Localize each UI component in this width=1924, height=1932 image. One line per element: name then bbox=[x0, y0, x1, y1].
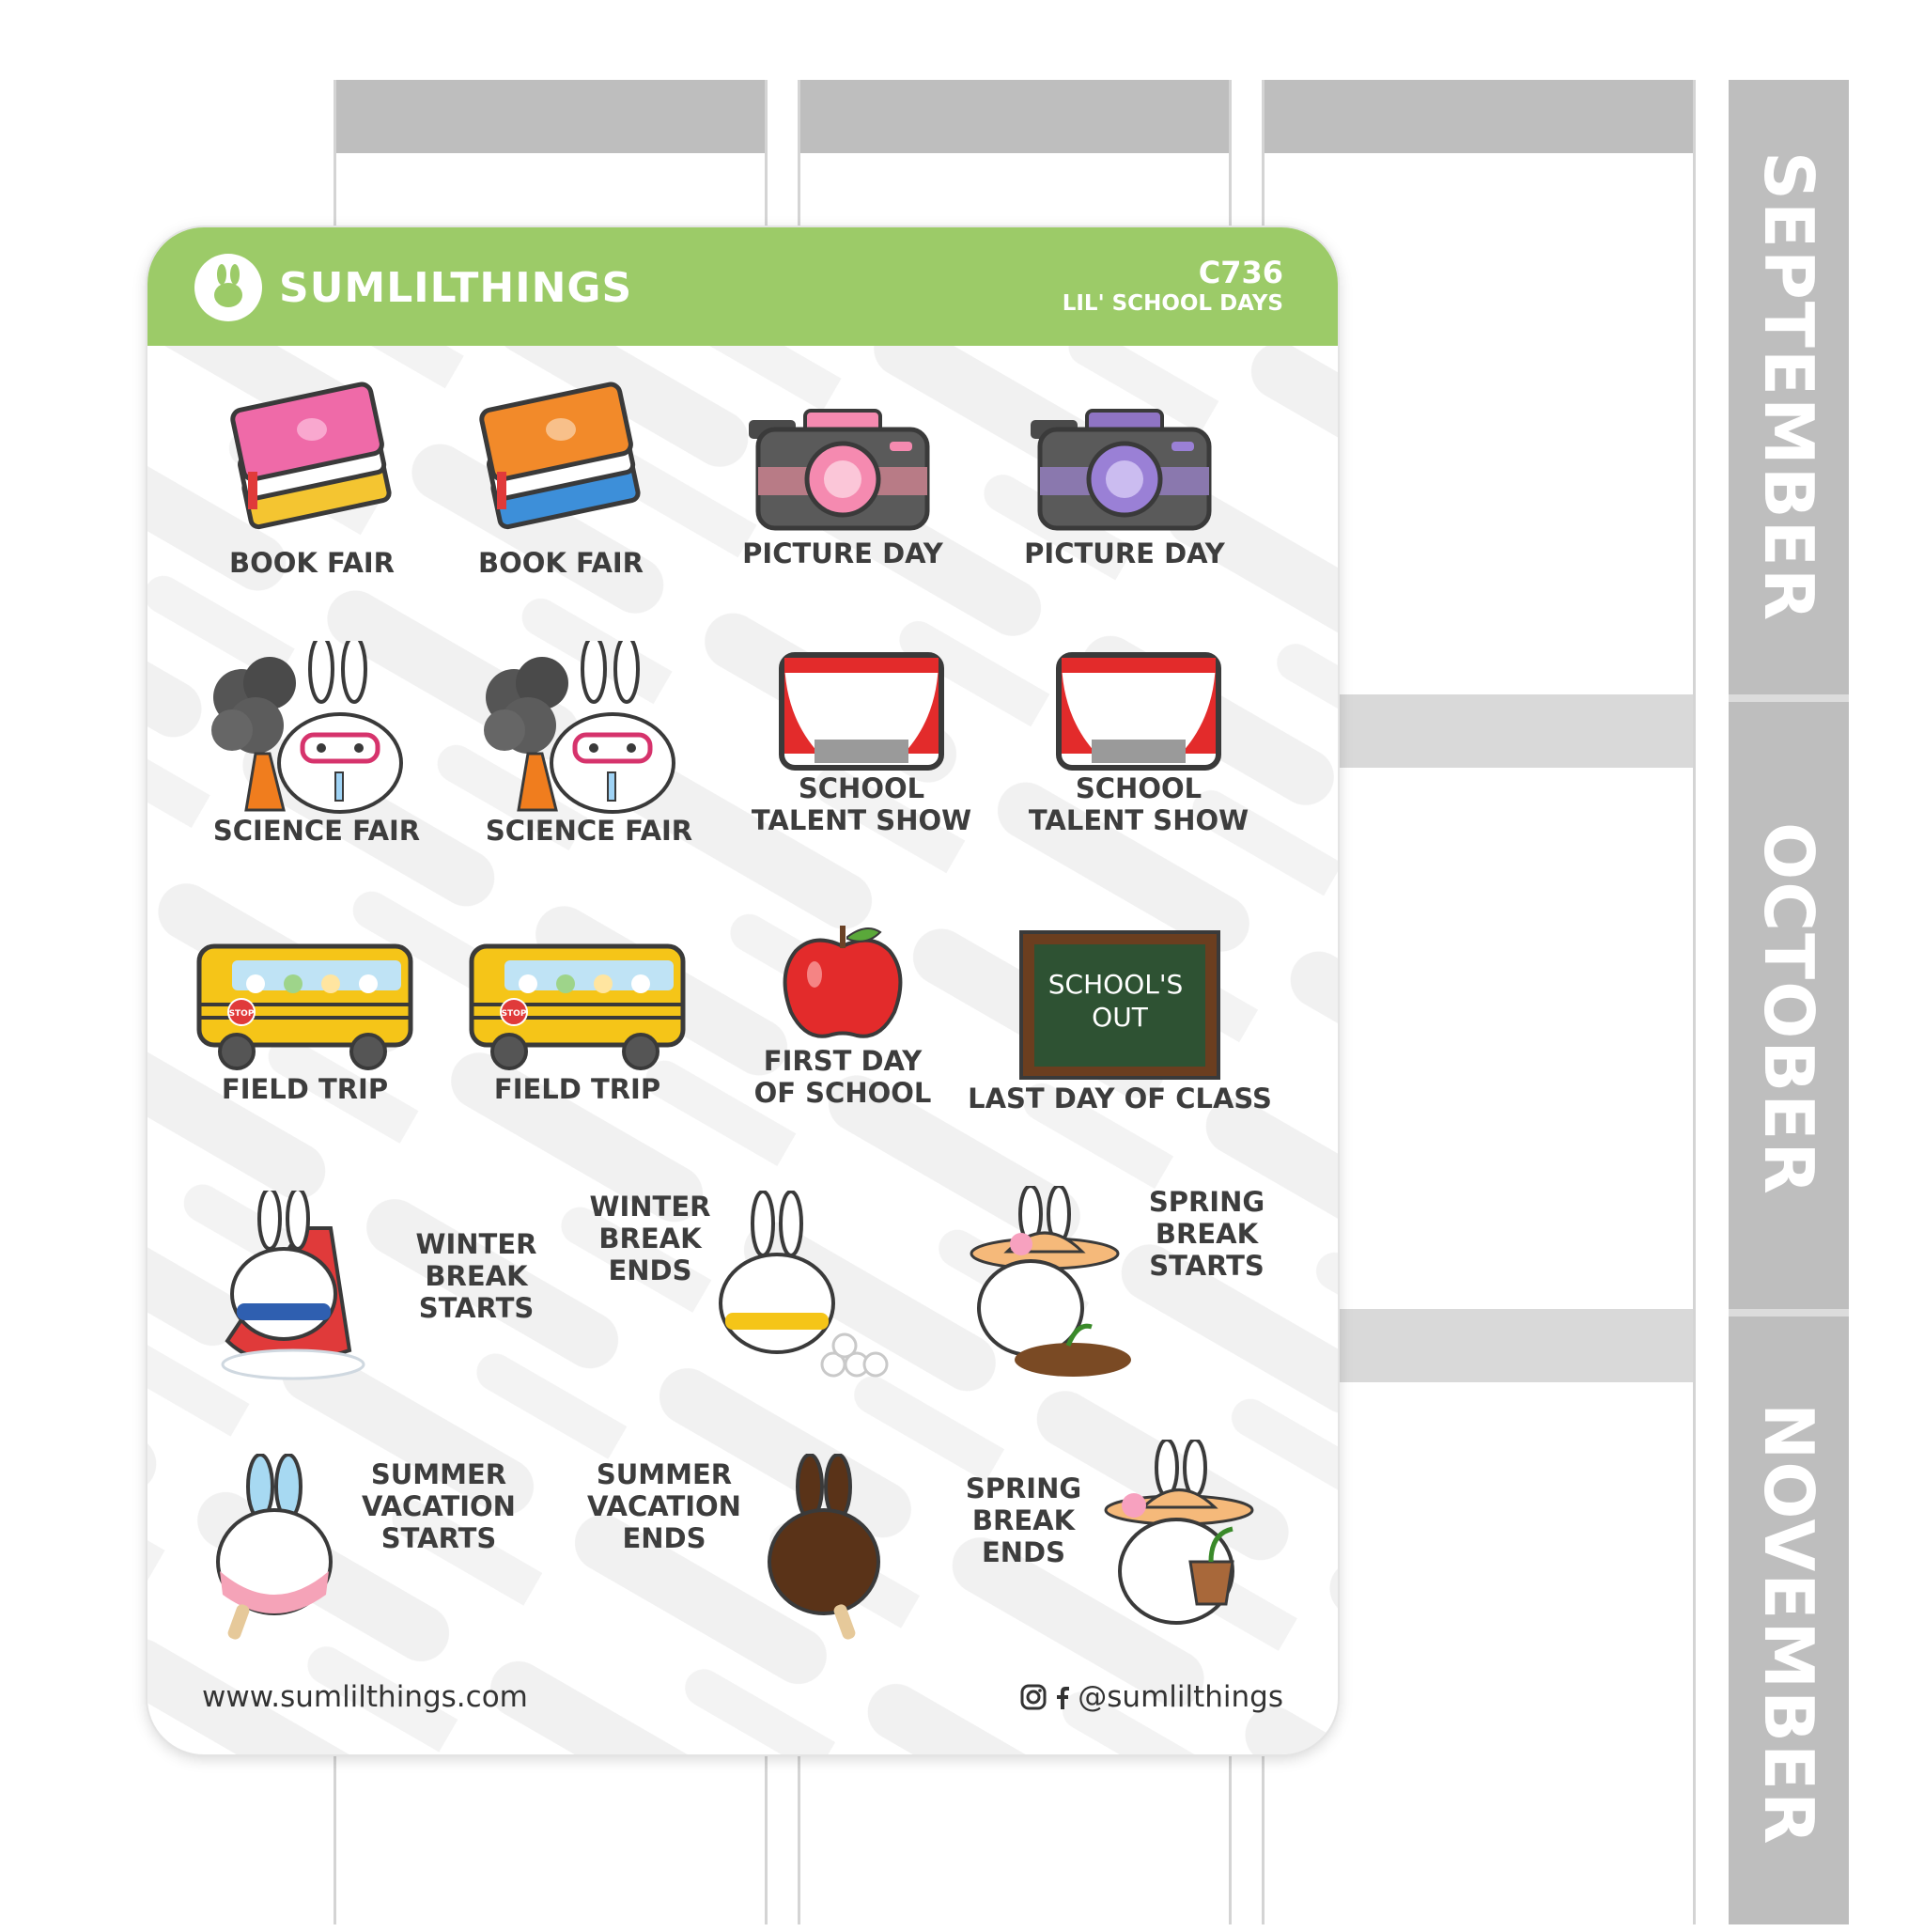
brand-name: SUMLILTHINGS bbox=[279, 263, 633, 312]
sticker-label: BOOK FAIR bbox=[228, 547, 396, 579]
bunny-logo-icon bbox=[194, 254, 262, 321]
sticker-label: SPRING BREAK STARTS bbox=[1148, 1186, 1265, 1282]
facebook-icon[interactable] bbox=[1053, 1683, 1072, 1711]
sticker-label: FIELD TRIP bbox=[493, 1073, 661, 1105]
sticker-last-day-of-class: SCHOOL'S OUT LAST DAY OF CLASS bbox=[965, 927, 1275, 1114]
stage-curtain-icon bbox=[1056, 652, 1221, 771]
month-september: SEPTEMBER bbox=[1729, 80, 1849, 694]
gardening-bunny-icon bbox=[970, 1186, 1131, 1377]
stop-sign-text: STOP bbox=[502, 1009, 527, 1019]
sticker-talent-show: SCHOOL TALENT SHOW bbox=[1026, 650, 1251, 836]
column-header bbox=[336, 80, 765, 153]
sticker-label: SCIENCE FAIR bbox=[212, 815, 421, 847]
sticker-label: SPRING BREAK ENDS bbox=[965, 1472, 1082, 1568]
book-stack-icon bbox=[479, 382, 641, 530]
snowball-bunny-icon bbox=[719, 1191, 889, 1378]
product-code-block: C736 LIL' SCHOOL DAYS bbox=[1063, 256, 1283, 318]
month-november: NOVEMBER bbox=[1729, 1309, 1849, 1932]
sticker-picture-day: PICTURE DAY bbox=[730, 397, 955, 569]
sticker-science-fair: SCIENCE FAIR bbox=[476, 641, 702, 847]
social-handle[interactable]: @sumlilthings bbox=[1078, 1680, 1283, 1714]
sticker-label: SUMMER VACATION STARTS bbox=[362, 1458, 516, 1554]
sticker-field-trip: STOP FIELD TRIP bbox=[458, 937, 697, 1105]
sticker-label: SCHOOL TALENT SHOW bbox=[751, 772, 972, 836]
sticker-label: WINTER BREAK STARTS bbox=[415, 1228, 537, 1324]
sticker-label: FIELD TRIP bbox=[221, 1073, 389, 1105]
school-bus-icon: STOP bbox=[469, 943, 686, 1070]
sticker-science-fair: SCIENCE FAIR bbox=[204, 641, 429, 847]
sticker-first-day-of-school: FIRST DAY OF SCHOOL bbox=[730, 918, 955, 1109]
sticker-spring-break-starts: SPRING BREAK STARTS bbox=[965, 1186, 1275, 1383]
school-bus-icon: STOP bbox=[196, 943, 413, 1070]
sticker-sheet: SUMLILTHINGS C736 LIL' SCHOOL DAYS BOOK … bbox=[147, 227, 1338, 1754]
chalkboard-icon: SCHOOL'S OUT bbox=[1019, 930, 1220, 1080]
sticker-label: SCHOOL TALENT SHOW bbox=[1028, 772, 1249, 836]
apple-icon bbox=[783, 926, 903, 1038]
month-label: SEPTEMBER bbox=[1749, 151, 1828, 623]
camera-icon bbox=[1031, 409, 1212, 531]
sticker-label: WINTER BREAK ENDS bbox=[589, 1191, 711, 1286]
column-header bbox=[1265, 80, 1693, 153]
stop-sign-text: STOP bbox=[229, 1009, 255, 1019]
sledding-bunny-icon bbox=[221, 1191, 365, 1380]
chocolate-bunny-icon bbox=[768, 1454, 880, 1640]
sheet-header: SUMLILTHINGS C736 LIL' SCHOOL DAYS bbox=[147, 227, 1338, 346]
sticker-book-fair: BOOK FAIR bbox=[448, 378, 674, 579]
instagram-icon[interactable] bbox=[1019, 1683, 1047, 1711]
camera-icon bbox=[749, 409, 930, 531]
column-header bbox=[800, 80, 1229, 153]
social-handle-group: @sumlilthings bbox=[1019, 1680, 1283, 1714]
plant-pot-bunny-icon bbox=[1104, 1440, 1254, 1625]
volcano-bunny-icon bbox=[484, 641, 675, 814]
month-label: OCTOBER bbox=[1749, 822, 1828, 1196]
month-october: OCTOBER bbox=[1729, 694, 1849, 1317]
product-code: C736 bbox=[1198, 255, 1283, 290]
sticker-label: FIRST DAY OF SCHOOL bbox=[753, 1045, 932, 1109]
sticker-picture-day: PICTURE DAY bbox=[1012, 397, 1237, 569]
sticker-summer-vacation-starts: SUMMER VACATION STARTS bbox=[209, 1454, 547, 1642]
chalkboard-text: SCHOOL'S OUT bbox=[1048, 969, 1191, 1033]
sticker-label: BOOK FAIR bbox=[477, 547, 644, 579]
sticker-winter-break-ends: WINTER BREAK ENDS bbox=[580, 1191, 890, 1383]
sticker-book-fair: BOOK FAIR bbox=[199, 378, 425, 579]
stage-curtain-icon bbox=[779, 652, 944, 771]
sticker-label: SCIENCE FAIR bbox=[485, 815, 693, 847]
sticker-summer-vacation-ends: SUMMER VACATION ENDS bbox=[575, 1454, 894, 1642]
sticker-field-trip: STOP FIELD TRIP bbox=[185, 937, 425, 1105]
sticker-label: LAST DAY OF CLASS bbox=[968, 1083, 1272, 1114]
sticker-spring-break-ends: SPRING BREAK ENDS bbox=[955, 1440, 1275, 1642]
sticker-label: PICTURE DAY bbox=[742, 538, 943, 569]
volcano-bunny-icon bbox=[211, 641, 403, 814]
popsicle-bunny-icon bbox=[216, 1454, 333, 1640]
sticker-label: SUMMER VACATION ENDS bbox=[587, 1458, 741, 1554]
month-label: NOVEMBER bbox=[1749, 1402, 1828, 1846]
sticker-winter-break-starts: WINTER BREAK STARTS bbox=[209, 1191, 566, 1383]
sticker-talent-show: SCHOOL TALENT SHOW bbox=[749, 650, 974, 836]
set-name: LIL' SCHOOL DAYS bbox=[1062, 291, 1283, 316]
website-url[interactable]: www.sumlilthings.com bbox=[202, 1680, 528, 1714]
month-sidebar: SEPTEMBER OCTOBER NOVEMBER bbox=[1729, 80, 1849, 1924]
book-stack-icon bbox=[230, 382, 392, 530]
brand: SUMLILTHINGS bbox=[194, 254, 632, 321]
sticker-label: PICTURE DAY bbox=[1024, 538, 1225, 569]
